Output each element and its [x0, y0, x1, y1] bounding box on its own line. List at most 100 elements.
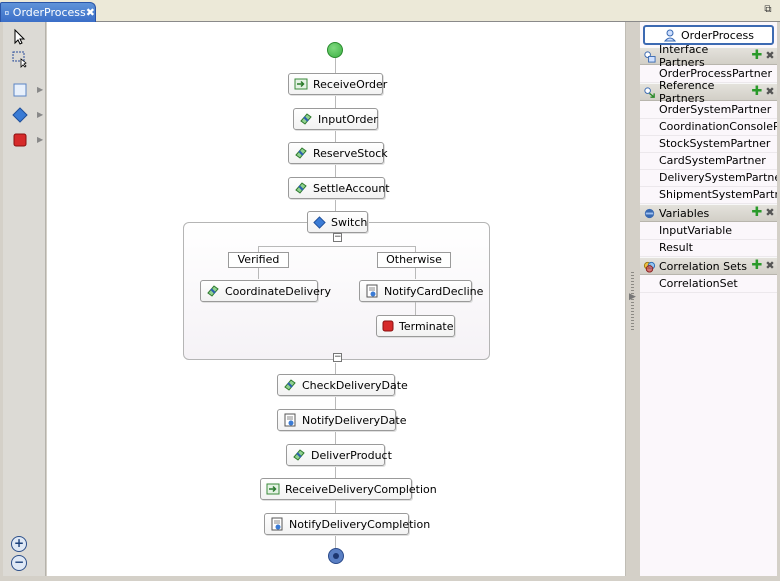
process-file-icon	[5, 10, 9, 15]
start-node[interactable]	[327, 42, 343, 58]
zoom-out-icon[interactable]: −	[11, 555, 27, 571]
section-reference-partners[interactable]: Reference Partners ✚ ✖	[640, 79, 777, 105]
collapse-switch-icon[interactable]: −	[333, 232, 342, 242]
tab-title: OrderProcess	[12, 6, 86, 19]
switch-icon	[313, 215, 326, 229]
collapse-switch-bottom-icon[interactable]: −	[333, 352, 342, 362]
list-item[interactable]: OrderProcessPartner	[640, 66, 777, 83]
assign-icon	[300, 113, 312, 125]
node-label: ReserveStock	[313, 146, 388, 160]
process-canvas[interactable]: ReceiveOrder InputOrder ReserveStock Set…	[47, 22, 625, 576]
list-item[interactable]: CorrelationSet	[640, 276, 777, 293]
assign-icon	[295, 147, 307, 159]
list-item[interactable]: OrderSystemPartner	[640, 102, 777, 119]
activity-notifydeliverydate[interactable]: NotifyDeliveryDate	[277, 409, 406, 431]
node-label: CoordinateDelivery	[225, 284, 331, 298]
case-verified[interactable]: Verified	[228, 252, 289, 268]
activity-deliverproduct[interactable]: DeliverProduct	[286, 444, 392, 466]
activity-notifycarddecline[interactable]: NotifyCardDecline	[359, 280, 483, 302]
add-icon[interactable]: ✚	[751, 48, 763, 63]
activity-inputorder[interactable]: InputOrder	[293, 108, 378, 130]
reference-partner-icon	[644, 86, 655, 98]
correlation-set-icon	[643, 261, 656, 273]
assign-icon	[295, 182, 307, 194]
node-label: NotifyDeliveryDate	[302, 413, 407, 427]
zoom-in-icon[interactable]: +	[11, 536, 27, 552]
invoke-icon	[271, 517, 283, 531]
tab-orderprocess[interactable]: OrderProcess ✖	[0, 2, 96, 22]
expand-arrow-icon[interactable]: ▶	[37, 110, 44, 119]
activity-reservestock[interactable]: ReserveStock	[288, 142, 388, 164]
list-item[interactable]: Result	[640, 240, 777, 257]
add-icon[interactable]: ✚	[751, 258, 763, 273]
end-node[interactable]	[328, 548, 344, 564]
section-title: Interface Partners	[659, 43, 709, 69]
assign-icon	[293, 449, 305, 461]
section-title: Variables	[659, 206, 710, 220]
marquee-icon[interactable]	[11, 50, 29, 68]
list-item[interactable]: ShipmentSystemPartner	[640, 187, 777, 204]
list-item[interactable]: StockSystemPartner	[640, 136, 777, 153]
bottom-border	[0, 576, 780, 581]
section-correlation-sets[interactable]: Correlation Sets ✚ ✖	[640, 257, 777, 275]
node-label: NotifyCardDecline	[384, 284, 484, 298]
section-title: Reference Partners	[659, 79, 715, 105]
list-item[interactable]: CoordinationConsolePar...	[640, 119, 777, 136]
activity-checkdeliverydate[interactable]: CheckDeliveryDate	[277, 374, 408, 396]
activity-coordinatedelivery[interactable]: CoordinateDelivery	[200, 280, 331, 302]
receive-icon	[266, 483, 280, 495]
list-item[interactable]: InputVariable	[640, 223, 777, 240]
add-icon[interactable]: ✚	[751, 205, 763, 220]
section-interface-partners[interactable]: Interface Partners ✚ ✖	[640, 43, 777, 69]
remove-icon[interactable]: ✖	[765, 85, 775, 98]
remove-icon[interactable]: ✖	[765, 206, 775, 219]
node-label: ReceiveDeliveryCompletion	[285, 482, 437, 496]
process-name: OrderProcess	[681, 28, 754, 42]
node-label: ReceiveOrder	[313, 77, 388, 91]
list-item[interactable]: DeliverySystemPartner	[640, 170, 777, 187]
maximize-icon[interactable]: ⧉	[764, 4, 772, 15]
switch-icon[interactable]	[11, 106, 29, 124]
variable-icon	[644, 208, 655, 218]
invoke-icon	[366, 284, 378, 298]
node-label: NotifyDeliveryCompletion	[289, 517, 431, 531]
activity-switch[interactable]: Switch	[307, 211, 368, 233]
panel-sash[interactable]: ▶	[625, 22, 639, 576]
add-icon[interactable]: ✚	[751, 84, 763, 99]
terminate-icon	[382, 320, 394, 332]
activity-receivedeliverycompletion[interactable]: ReceiveDeliveryCompletion	[260, 478, 437, 500]
node-label: SettleAccount	[313, 181, 390, 195]
assign-icon	[284, 379, 296, 391]
invoke-icon	[284, 413, 296, 427]
remove-icon[interactable]: ✖	[765, 49, 775, 62]
tab-close-icon[interactable]: ✖	[85, 5, 95, 19]
list-item[interactable]: CardSystemPartner	[640, 153, 777, 170]
activity-notifydeliverycompletion[interactable]: NotifyDeliveryCompletion	[264, 513, 430, 535]
select-arrow-icon[interactable]	[11, 28, 29, 46]
case-otherwise[interactable]: Otherwise	[377, 252, 451, 268]
collapse-panel-arrow-icon[interactable]: ▶	[629, 292, 636, 302]
terminate-icon[interactable]	[11, 131, 29, 149]
activity-receiveorder[interactable]: ReceiveOrder	[288, 73, 387, 95]
interface-partner-icon	[644, 50, 656, 63]
activity-settleaccount[interactable]: SettleAccount	[288, 177, 390, 199]
node-label: CheckDeliveryDate	[302, 378, 408, 392]
node-label: Switch	[331, 215, 368, 229]
section-title: Correlation Sets	[659, 259, 747, 273]
receive-icon	[294, 78, 308, 90]
expand-arrow-icon[interactable]: ▶	[37, 85, 44, 94]
activity-terminate[interactable]: Terminate	[376, 315, 455, 337]
node-label: DeliverProduct	[311, 448, 392, 462]
process-outline-panel: OrderProcess Interface Partners ✚ ✖ Orde…	[640, 22, 777, 576]
editor-tab-bar: OrderProcess ✖ ⧉	[0, 0, 780, 22]
tool-palette: ▶ ▶ ▶ + −	[3, 22, 46, 576]
expand-arrow-icon[interactable]: ▶	[37, 135, 44, 144]
assign-icon	[207, 285, 219, 297]
empty-activity-icon[interactable]	[11, 81, 29, 99]
remove-icon[interactable]: ✖	[765, 259, 775, 272]
process-icon	[663, 29, 677, 42]
process-root-button[interactable]: OrderProcess	[643, 25, 774, 45]
node-label: InputOrder	[318, 112, 378, 126]
section-variables[interactable]: Variables ✚ ✖	[640, 204, 777, 222]
node-label: Terminate	[399, 319, 454, 333]
